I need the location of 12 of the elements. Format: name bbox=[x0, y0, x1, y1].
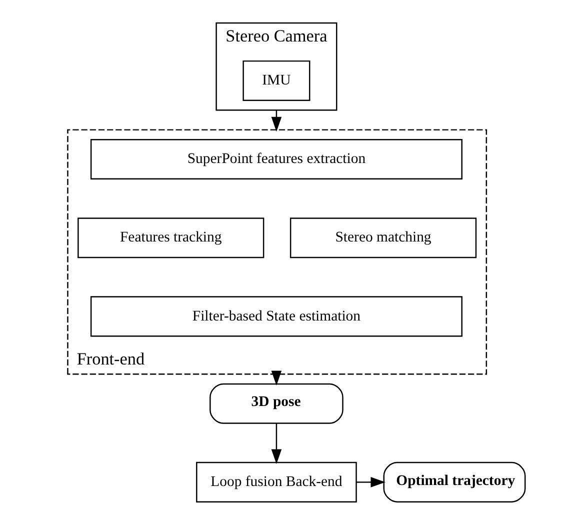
node-box: IMU bbox=[242, 60, 310, 101]
node-box: 3D pose bbox=[209, 383, 343, 424]
node-box: Loop fusion Back-end bbox=[196, 462, 356, 502]
node-box: Optimal trajectory bbox=[382, 462, 526, 502]
arrow bbox=[356, 477, 385, 488]
arrow bbox=[270, 370, 282, 386]
node-box: Filter-based State estimation bbox=[90, 296, 462, 337]
node-box: SuperPoint features extraction bbox=[90, 139, 462, 180]
arrow bbox=[270, 423, 282, 464]
arrow bbox=[270, 110, 282, 132]
node-box: Features tracking bbox=[77, 218, 264, 258]
node-box: Stereo matching bbox=[289, 218, 476, 258]
